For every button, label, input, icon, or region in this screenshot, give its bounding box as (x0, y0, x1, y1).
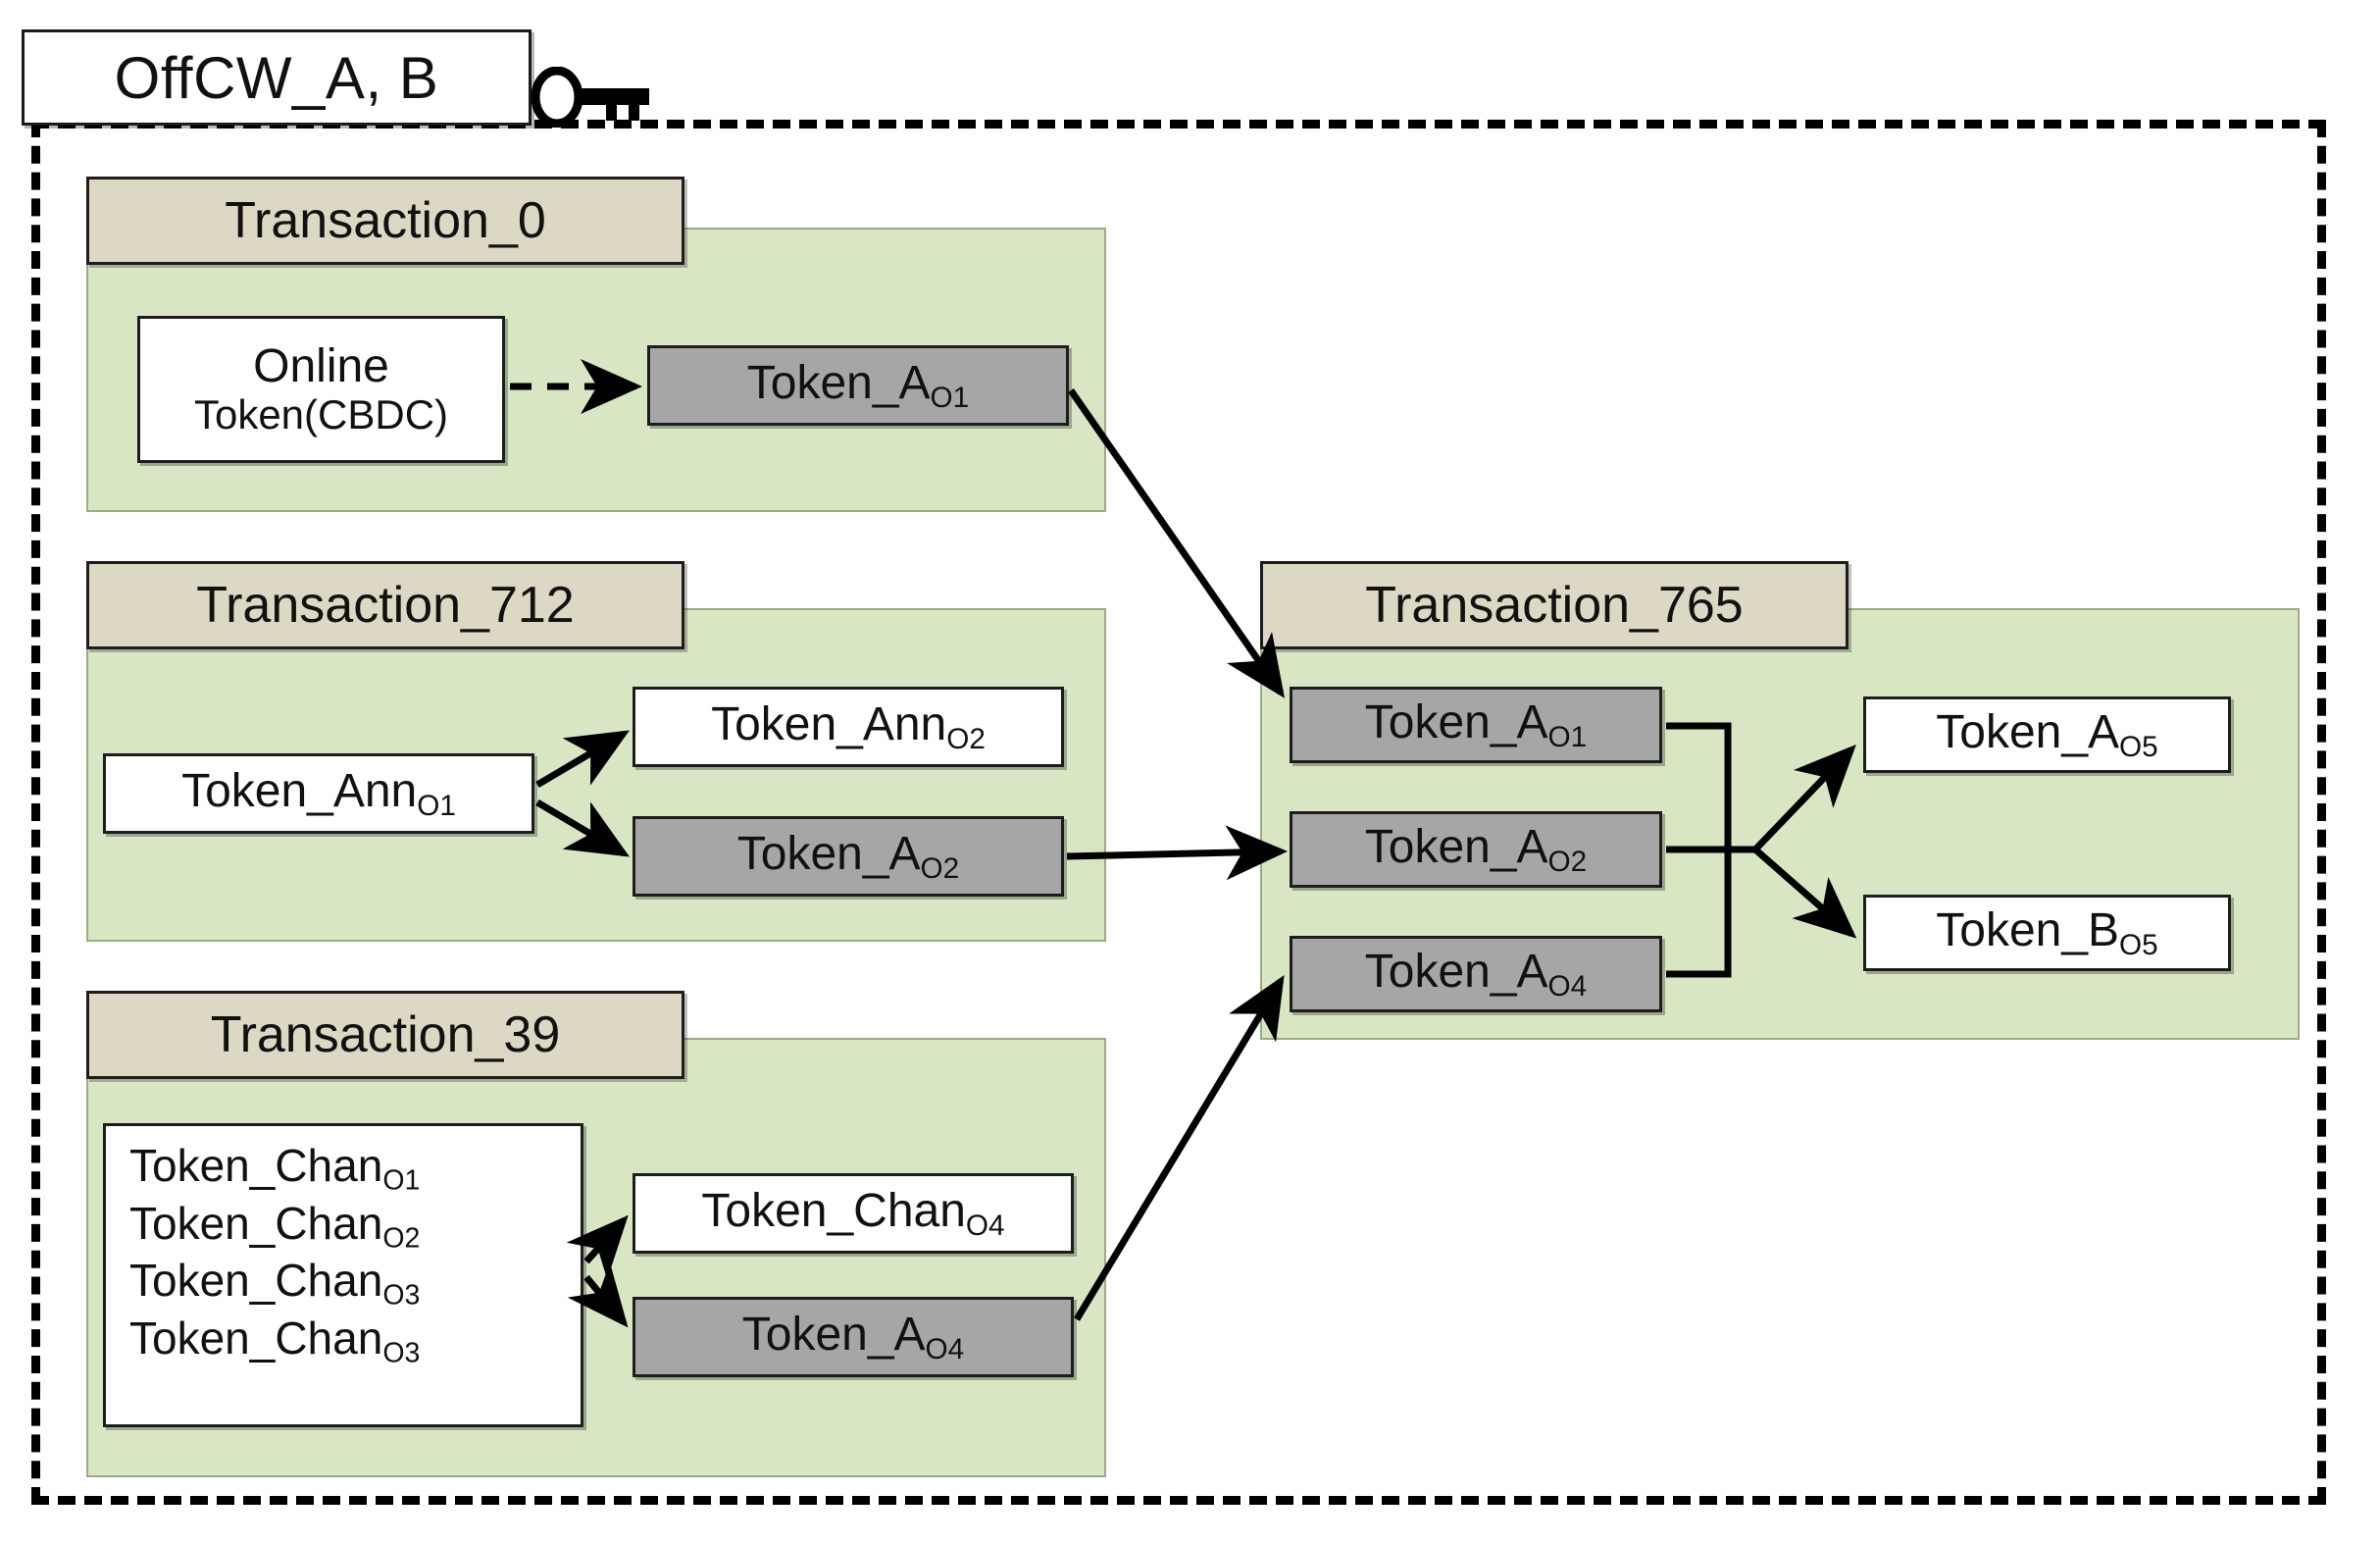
token-online-line2: Token(CBDC) (193, 391, 449, 438)
token-a-o5[interactable]: Token_AO5 (1863, 696, 2231, 773)
token-a-o2-tx712-label: Token_AO2 (736, 828, 960, 885)
transaction-765-header: Transaction_765 (1260, 561, 1848, 649)
transaction-39-header: Transaction_39 (86, 991, 684, 1079)
token-a-o1-tx0[interactable]: Token_AO1 (647, 345, 1069, 426)
token-a-o5-label: Token_AO5 (1936, 706, 2158, 763)
token-a-o1-tx765[interactable]: Token_AO1 (1290, 687, 1662, 763)
token-a-o4-tx39[interactable]: Token_AO4 (633, 1297, 1074, 1377)
transaction-0-header: Transaction_0 (86, 177, 684, 265)
token-ann-o1-label: Token_AnnO1 (181, 765, 456, 822)
token-chan-o2: Token_ChanO2 (129, 1197, 421, 1255)
token-a-o4-tx765-label: Token_AO4 (1364, 946, 1588, 1003)
token-b-o5[interactable]: Token_BO5 (1863, 895, 2231, 971)
token-ann-o2[interactable]: Token_AnnO2 (633, 687, 1064, 767)
key-icon (531, 67, 649, 128)
token-chan-o3: Token_ChanO3 (129, 1255, 421, 1312)
wallet-title-box: OffCW_A, B (22, 29, 532, 126)
token-ann-o1[interactable]: Token_AnnO1 (103, 753, 534, 834)
token-chan-o4[interactable]: Token_ChanO4 (633, 1173, 1074, 1254)
token-a-o4-tx765[interactable]: Token_AO4 (1290, 936, 1662, 1012)
token-a-o2-tx712[interactable]: Token_AO2 (633, 816, 1064, 897)
token-a-o1-tx765-label: Token_AO1 (1364, 696, 1588, 753)
transaction-39-title: Transaction_39 (210, 1006, 561, 1063)
transaction-0-title: Transaction_0 (225, 192, 546, 249)
token-chan-input-list[interactable]: Token_ChanO1 Token_ChanO2 Token_ChanO3 T… (103, 1123, 583, 1427)
transaction-712-header: Transaction_712 (86, 561, 684, 649)
token-chan-o4-label: Token_ChanO4 (701, 1185, 1005, 1242)
token-chan-o3-dup: Token_ChanO3 (129, 1312, 421, 1369)
token-a-o4-tx39-label: Token_AO4 (741, 1309, 965, 1365)
offline-wallet-boundary (31, 120, 2326, 1505)
transaction-712-title: Transaction_712 (196, 577, 575, 634)
token-online-cbdc[interactable]: Online Token(CBDC) (137, 316, 505, 463)
token-a-o2-tx765[interactable]: Token_AO2 (1290, 811, 1662, 888)
token-chan-o1: Token_ChanO1 (129, 1140, 421, 1197)
token-ann-o2-label: Token_AnnO2 (711, 698, 986, 755)
wallet-title-label: OffCW_A, B (114, 44, 439, 111)
token-a-o2-tx765-label: Token_AO2 (1364, 821, 1588, 878)
token-b-o5-label: Token_BO5 (1936, 904, 2158, 961)
token-online-line1: Online (253, 340, 389, 393)
transaction-765-title: Transaction_765 (1365, 577, 1744, 634)
token-a-o1-tx0-label: Token_AO1 (746, 357, 970, 414)
